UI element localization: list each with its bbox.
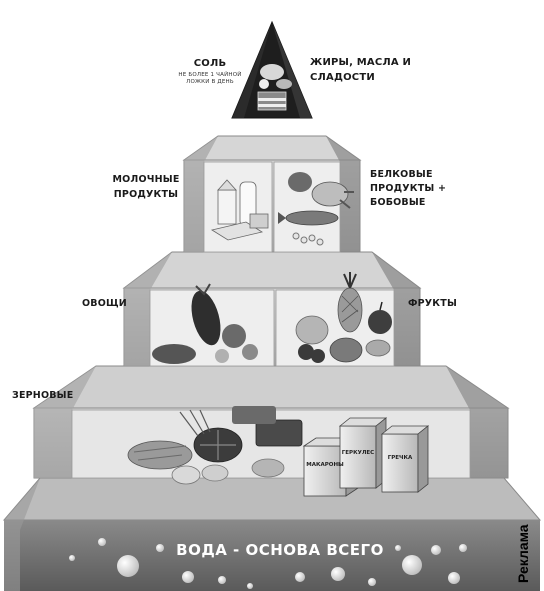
protein-label: БЕЛКОВЫЕ ПРОДУКТЫ + БОБОВЫЕ — [370, 169, 447, 208]
water-bubbles-icon — [69, 538, 467, 589]
cereal-boxes — [302, 417, 430, 497]
cake-icon — [257, 64, 292, 111]
fish-icon — [278, 210, 339, 246]
box-macaroni-label: МАКАРОНЫ — [306, 462, 344, 468]
box-hercules-label: ГЕРКУЛЕС — [341, 450, 375, 456]
milk-carton-icon — [210, 179, 269, 241]
box-buckwheat-label: ГРЕЧКА — [387, 455, 413, 461]
salt-note: не более 1 чайной ложки в день — [178, 72, 242, 85]
grains-label: ЗЕРНОВЫЕ — [12, 390, 74, 401]
chicken-icon — [288, 172, 354, 209]
advertisement-label: Реклама — [515, 524, 531, 583]
eggplant-icon — [152, 283, 258, 364]
pineapple-icon — [295, 272, 363, 363]
vegetables-label: ОВОЩИ — [82, 298, 127, 309]
fruits-label: ФРУКТЫ — [408, 298, 457, 309]
bread-icon — [127, 406, 303, 485]
fats-sweets-label: ЖИРЫ, МАСЛА И СЛАДОСТИ — [310, 57, 412, 83]
apple-icon — [365, 301, 392, 357]
water-label: ВОДА - ОСНОВА ВСЕГО — [176, 541, 384, 559]
water-tier — [2, 477, 542, 591]
salt-label: СОЛЬ — [193, 58, 227, 69]
dairy-label: МОЛОЧНЫЕ ПРОДУКТЫ — [112, 174, 180, 200]
